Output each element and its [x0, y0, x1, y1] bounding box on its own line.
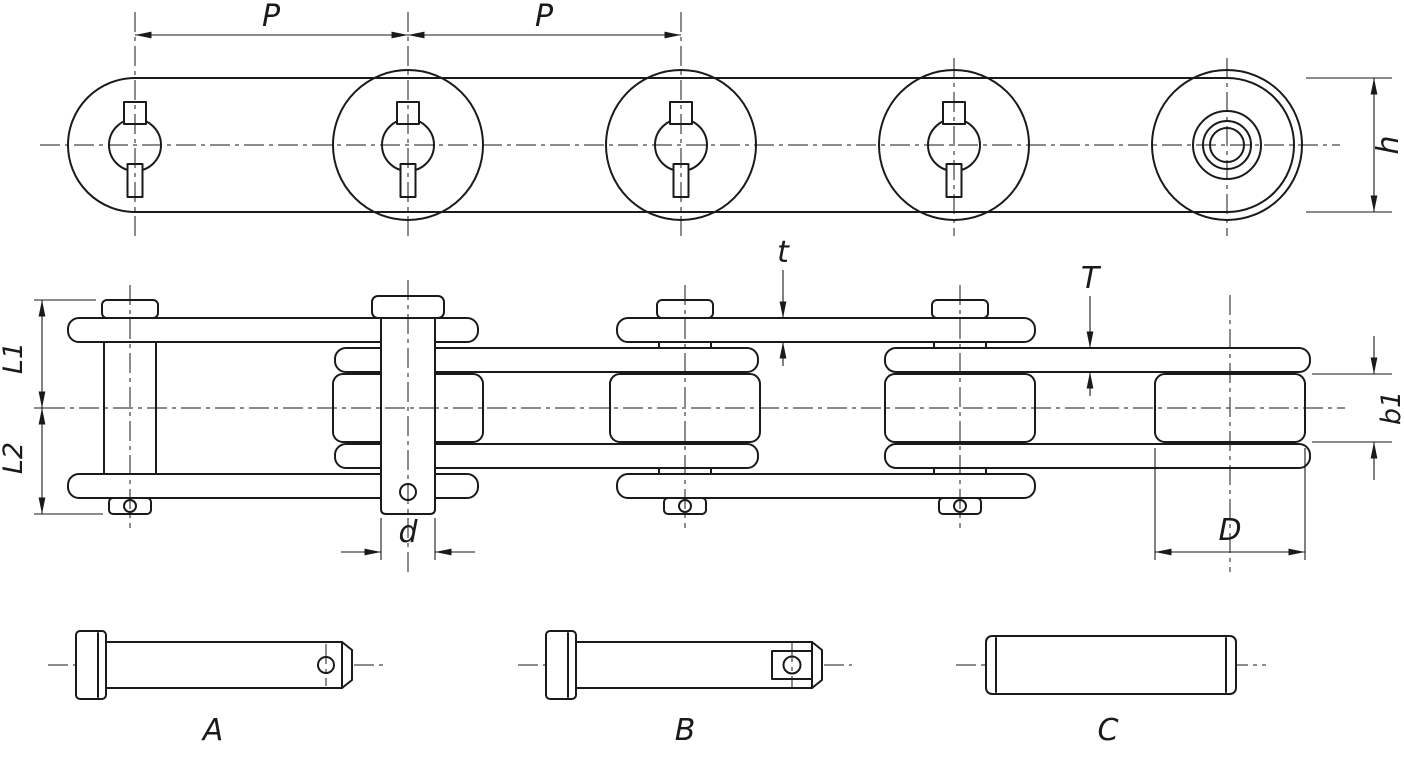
dim-d: d: [341, 515, 475, 560]
side-view: P P h: [40, 0, 1404, 236]
dim-label-b1: b1: [1376, 391, 1404, 425]
dim-t: t: [777, 235, 790, 366]
plan-view: L1 L2 t T b1 d: [0, 235, 1404, 572]
outer-plate: [67, 473, 479, 499]
dim-label-pitch-2: P: [535, 0, 554, 34]
dim-label-t: t: [777, 235, 790, 270]
dim-label-L2: L2: [0, 442, 29, 474]
centerlines-side: [40, 12, 1340, 236]
dim-label-D: D: [1218, 513, 1241, 548]
dim-height: h: [1306, 77, 1404, 213]
outer-plate: [67, 317, 479, 343]
dim-label-d: d: [398, 515, 418, 550]
dim-D: D: [1154, 448, 1306, 560]
dim-label-h: h: [1371, 135, 1404, 154]
pin-a-body: [105, 641, 353, 689]
pin-a-head: [75, 630, 107, 700]
part-c: C: [956, 635, 1266, 748]
part-label-c: C: [1098, 713, 1119, 748]
pin-b-head: [545, 630, 577, 700]
centerlines-plan: [45, 280, 1345, 572]
dim-label-L1: L1: [0, 342, 29, 374]
dim-pitch: P P: [135, 0, 681, 39]
dim-label-pitch-1: P: [262, 0, 281, 34]
part-a: A: [48, 630, 385, 748]
inner-plate: [334, 443, 759, 469]
link-plates: [67, 317, 1311, 499]
pin-joints-side: [108, 101, 1262, 198]
dim-label-T: T: [1081, 261, 1102, 296]
outer-plate: [616, 317, 1036, 343]
inner-plate: [884, 347, 1311, 373]
rollers-plan: [332, 373, 1306, 443]
dim-T: T: [1081, 261, 1102, 396]
part-label-b: B: [675, 713, 696, 748]
part-b: B: [518, 630, 852, 748]
dim-b1: b1: [1312, 336, 1404, 480]
inner-plate: [884, 443, 1311, 469]
outer-plate: [616, 473, 1036, 499]
part-label-a: A: [201, 713, 224, 748]
inner-plate: [334, 347, 759, 373]
roller-cylinder: [985, 635, 1237, 695]
dim-L1-L2: L1 L2: [0, 299, 103, 515]
